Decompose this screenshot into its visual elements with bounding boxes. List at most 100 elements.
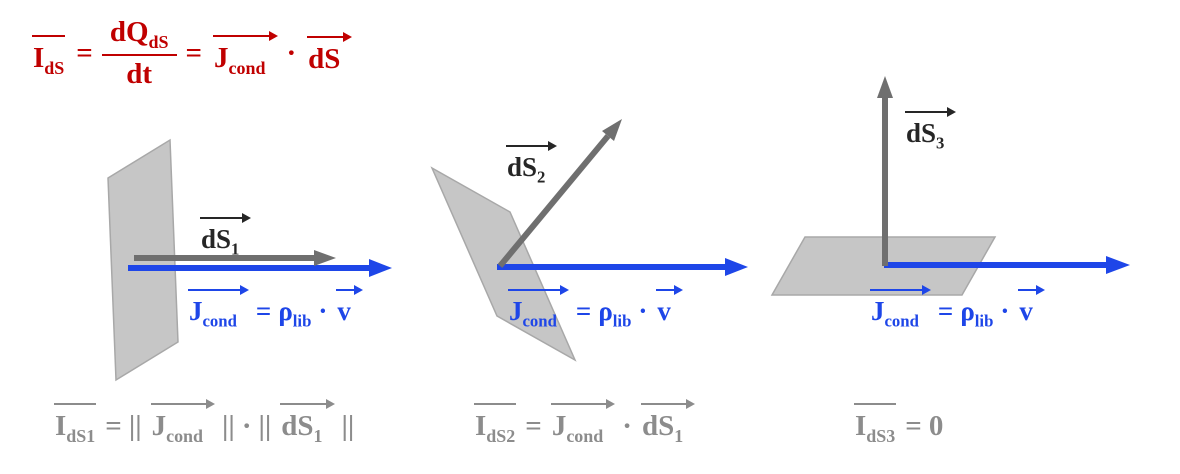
rho-term: ρlib — [278, 296, 311, 331]
i-subscript: dS2 — [486, 425, 516, 446]
ds2-arrow-head — [602, 119, 622, 141]
jcond-formula-2: Jcond = ρlib · v — [506, 284, 683, 331]
rho-term: ρlib — [598, 296, 631, 331]
dq-symbol: dQ — [109, 16, 149, 48]
ds2-arrow-shaft — [497, 134, 611, 268]
j-symbol: J — [189, 296, 203, 326]
j-symbol: J — [509, 296, 523, 326]
j-subscript: cond — [566, 425, 604, 446]
jcond-formula-3: Jcond = ρlib · v — [868, 284, 1045, 331]
ds-symbol: dS — [201, 224, 232, 254]
v-vector-term: v — [1016, 284, 1045, 327]
dq-subscript: dS — [148, 31, 169, 52]
rho-subscript: lib — [612, 311, 632, 331]
jcond-arrow-2-head — [725, 258, 748, 276]
fraction-denominator: dt — [126, 58, 153, 91]
v-vector-term: v — [334, 284, 363, 327]
i-ds-term: IdS — [30, 30, 67, 78]
ds-symbol: dS — [906, 118, 937, 148]
rho-symbol: ρ — [598, 296, 613, 326]
ds-subscript: 1 — [313, 425, 323, 446]
equals-sign: = — [525, 410, 542, 442]
equals-sign: = — [105, 410, 122, 442]
rho-term: ρlib — [960, 296, 993, 331]
i-subscript: dS — [44, 57, 65, 78]
result-formula-3: IdS3 = 0 — [852, 398, 943, 446]
rho-subscript: lib — [292, 311, 312, 331]
rho-symbol: ρ — [960, 296, 975, 326]
ds-symbol: dS — [308, 43, 341, 76]
ds1-label: dS1 — [198, 212, 252, 259]
ds-vector-term: dS — [305, 31, 353, 76]
norm-open: || — [128, 410, 142, 442]
dot-operator: · — [318, 296, 328, 326]
ds2-label: dS2 — [504, 140, 558, 187]
v-vector-term: v — [654, 284, 683, 327]
j-cond-vector-term: Jcond — [149, 398, 216, 446]
j-symbol: J — [151, 410, 167, 442]
equals-sign: = — [937, 296, 954, 326]
zero-value: 0 — [928, 410, 944, 442]
ds-symbol: dS — [281, 410, 314, 442]
dot-operator: · — [241, 410, 252, 442]
j-symbol: J — [214, 41, 229, 74]
norm-close: || — [341, 410, 355, 442]
jcond-arrow-3-head — [1106, 256, 1130, 274]
j-cond-vector-term: Jcond — [868, 284, 931, 331]
j-symbol: J — [871, 296, 885, 326]
v-symbol: v — [1019, 296, 1033, 326]
fraction-numerator: dQdS — [101, 16, 177, 57]
ds-subscript: 1 — [674, 425, 684, 446]
dot-operator: · — [286, 37, 297, 70]
v-symbol: v — [657, 296, 671, 326]
i-ds1-term: IdS1 — [52, 398, 98, 446]
dot-operator: · — [638, 296, 648, 326]
norm-open: || — [258, 410, 272, 442]
equals-sign: = — [185, 37, 203, 70]
i-subscript: dS1 — [66, 425, 96, 446]
i-symbol: I — [33, 41, 45, 74]
ds-vector-term: dS1 — [639, 398, 696, 446]
dot-operator: · — [622, 410, 632, 442]
equals-sign: = — [76, 37, 93, 70]
i-ds2-term: IdS2 — [472, 398, 518, 446]
j-subscript: cond — [228, 57, 266, 78]
ds1-vector-term: dS1 — [198, 212, 252, 259]
result-formula-1: IdS1 = || Jcond || · || dS1 || — [52, 398, 354, 446]
ds3-label: dS3 — [903, 106, 957, 153]
ds-subscript: 3 — [936, 133, 945, 153]
rho-subscript: lib — [974, 311, 994, 331]
ds3-vector-term: dS3 — [903, 106, 957, 153]
ds1-vector-term: dS1 — [278, 398, 335, 446]
i-symbol: I — [55, 410, 67, 442]
ds-subscript: 1 — [231, 239, 240, 259]
ds1-arrow-head — [314, 250, 336, 266]
current-definition-formula: IdS = dQdS dt = Jcond · dS — [30, 16, 353, 92]
v-symbol: v — [337, 296, 351, 326]
result-formula-2: IdS2 = Jcond · dS1 — [472, 398, 696, 446]
equals-sign: = — [905, 410, 922, 442]
j-subscript: cond — [202, 311, 237, 331]
j-cond-vector-term: Jcond — [211, 30, 278, 78]
jcond-arrow-1-head — [369, 259, 392, 277]
i-ds3-term: IdS3 — [852, 398, 898, 446]
i-symbol: I — [475, 410, 487, 442]
j-symbol: J — [551, 410, 567, 442]
equals-sign: = — [255, 296, 272, 326]
ds3-arrow-head — [877, 76, 893, 98]
ds2-vector-term: dS2 — [504, 140, 558, 187]
i-subscript: dS3 — [866, 425, 896, 446]
jcond-formula-1: Jcond = ρlib · v — [186, 284, 363, 331]
j-subscript: cond — [166, 425, 204, 446]
i-symbol: I — [855, 410, 867, 442]
equals-sign: = — [575, 296, 592, 326]
j-subscript: cond — [522, 311, 557, 331]
dot-operator: · — [1000, 296, 1010, 326]
j-cond-vector-term: Jcond — [506, 284, 569, 331]
j-cond-vector-term: Jcond — [549, 398, 616, 446]
rho-symbol: ρ — [278, 296, 293, 326]
ds-symbol: dS — [641, 410, 675, 442]
j-subscript: cond — [884, 311, 919, 331]
